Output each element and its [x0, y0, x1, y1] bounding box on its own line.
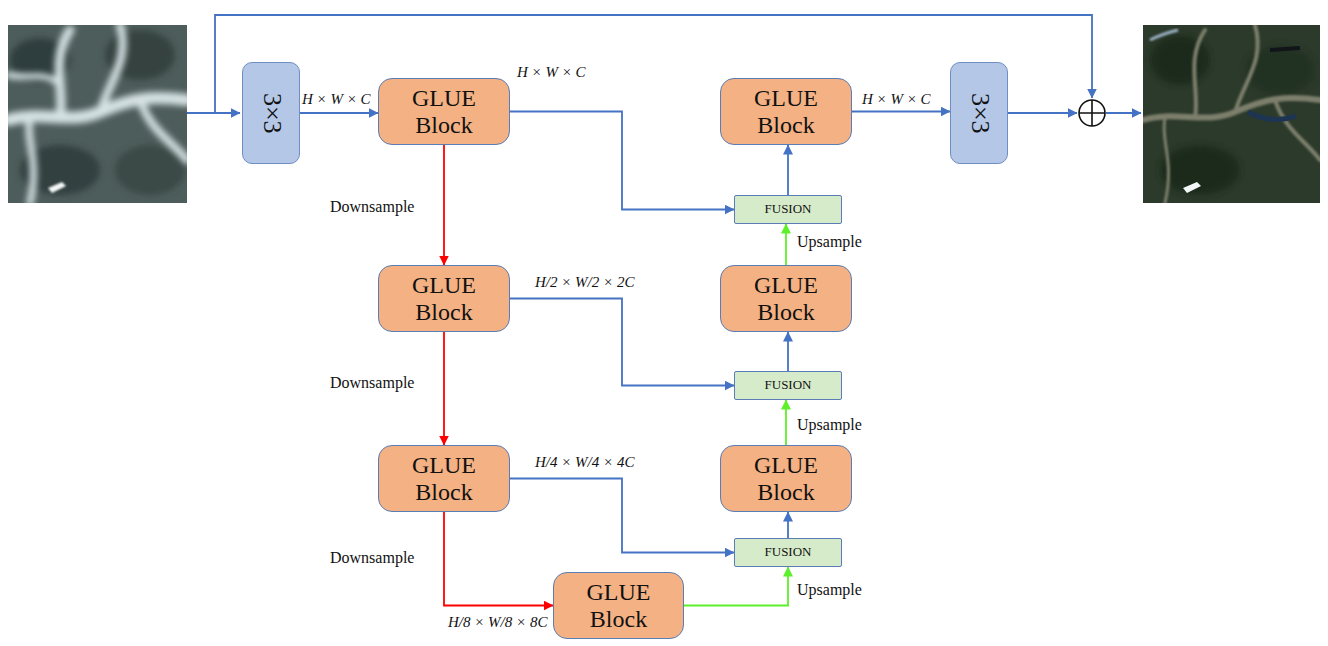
flow-arrow	[443, 145, 445, 265]
dimension-label: H/4 × W/4 × 4C	[535, 454, 634, 471]
flow-arrow	[785, 400, 787, 445]
flow-arrow	[510, 299, 734, 386]
glue-block: GLUE Block	[378, 78, 510, 145]
fusion-box: FUSION	[734, 538, 842, 567]
conv-to-sum-wire	[1008, 112, 1077, 114]
node-text: FUSION	[765, 202, 812, 216]
edge-label: Upsample	[797, 233, 862, 251]
glue-block: GLUE Block	[553, 572, 684, 639]
node-text: GLUE Block	[412, 272, 476, 325]
fusion-box: FUSION	[734, 371, 842, 400]
glue-block: GLUE Block	[378, 445, 510, 512]
glue-block: GLUE Block	[720, 445, 852, 512]
node-text: 3×3	[257, 93, 286, 134]
edge-label: Downsample	[330, 374, 414, 392]
hazy-input-image	[8, 25, 187, 203]
edge-label: Upsample	[797, 581, 862, 599]
flow-arrow	[300, 112, 378, 114]
flow-arrow	[684, 567, 788, 606]
flow-arrow	[787, 512, 789, 538]
flow-arrow	[787, 145, 789, 195]
flow-arrow	[443, 332, 445, 445]
flow-arrow	[787, 332, 789, 371]
node-text: GLUE Block	[754, 272, 818, 325]
node-text: GLUE Block	[754, 85, 818, 138]
conv-box: 3×3	[242, 62, 300, 164]
glue-block: GLUE Block	[720, 265, 852, 332]
dimension-label: H/8 × W/8 × 8C	[448, 614, 547, 631]
conv-box: 3×3	[950, 62, 1008, 164]
sum-symbol	[1079, 100, 1105, 126]
input-wire	[187, 112, 240, 114]
node-text: GLUE Block	[754, 452, 818, 505]
node-text: GLUE Block	[412, 452, 476, 505]
glue-block: GLUE Block	[720, 78, 852, 145]
dimension-label: H × W × C	[517, 64, 586, 81]
output-wire	[1106, 112, 1141, 114]
flow-arrow	[852, 111, 950, 113]
node-text: FUSION	[765, 545, 812, 559]
edge-label: Downsample	[330, 549, 414, 567]
fusion-box: FUSION	[734, 195, 842, 224]
flow-arrow	[785, 224, 787, 265]
glue-block: GLUE Block	[378, 265, 510, 332]
flow-arrow	[444, 512, 553, 606]
flow-arrow	[510, 479, 734, 553]
dehazed-output-image	[1143, 25, 1320, 203]
dimension-label: H × W × C	[302, 91, 371, 108]
dimension-label: H × W × C	[862, 91, 931, 108]
edge-label: Upsample	[797, 416, 862, 434]
flow-arrow	[510, 112, 734, 210]
node-text: GLUE Block	[412, 85, 476, 138]
node-text: FUSION	[765, 378, 812, 392]
edge-label: Downsample	[330, 198, 414, 216]
dimension-label: H/2 × W/2 × 2C	[535, 274, 634, 291]
node-text: 3×3	[965, 93, 994, 134]
node-text: GLUE Block	[587, 579, 651, 632]
